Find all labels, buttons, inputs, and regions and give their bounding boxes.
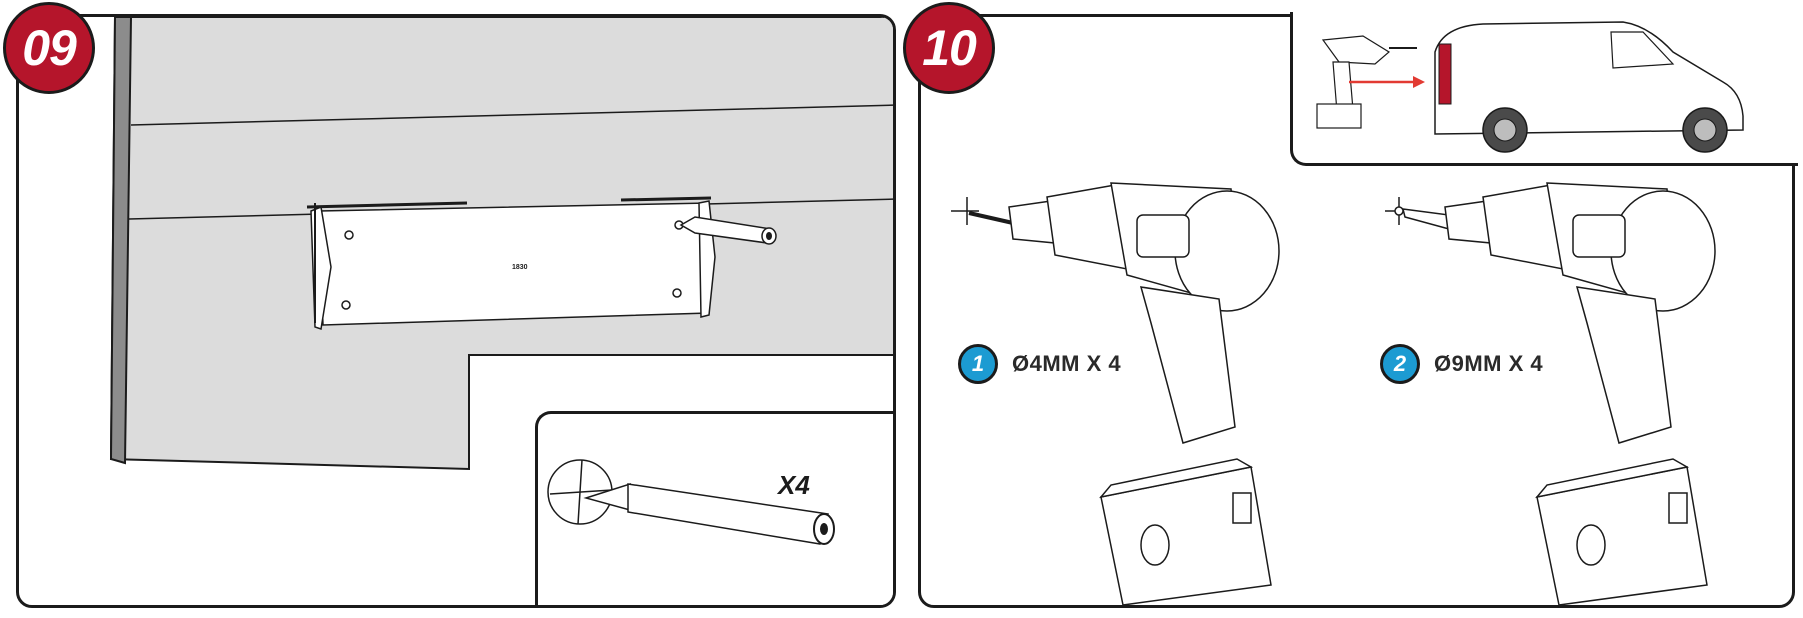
drill-icon (951, 182, 1280, 605)
center-punch-icon (679, 216, 777, 245)
arrow-icon (1349, 76, 1425, 88)
spec-size-label: Ø9MM X 4 (1434, 351, 1544, 376)
step-09-badge: 09 (3, 2, 95, 94)
spec-size-label: Ø4MM X 4 (1012, 351, 1122, 376)
van-icon (1434, 21, 1744, 153)
wall-seam-top (130, 104, 893, 126)
bracket-label: 1830 (512, 264, 528, 271)
van-location-inset (1290, 12, 1798, 166)
punch-closeup-illustration (547, 459, 835, 545)
step-10-badge: 10 (903, 2, 995, 94)
center-punch-icon (583, 482, 835, 545)
drill-bit-spec-1: 1 Ø4MM X 4 (958, 344, 1121, 384)
wall-and-bracket-illustration: 1830 (109, 17, 893, 471)
drill-to-van-illustration (1316, 21, 1744, 153)
drill-icon (1385, 182, 1716, 605)
quantity-label: X4 (778, 470, 810, 500)
drill-bit-spec-2: 2 Ø9MM X 4 (1380, 344, 1543, 384)
drills-illustration (951, 182, 1716, 605)
drill-icon (1316, 35, 1417, 129)
board-edge (109, 17, 133, 465)
spec-number-badge: 2 (1380, 344, 1420, 384)
bracket-icon: 1830 (306, 196, 716, 330)
spec-number-badge: 1 (958, 344, 998, 384)
punch-detail-inset: X4 (535, 411, 893, 605)
step-09-panel: 1830 X4 (16, 14, 896, 608)
